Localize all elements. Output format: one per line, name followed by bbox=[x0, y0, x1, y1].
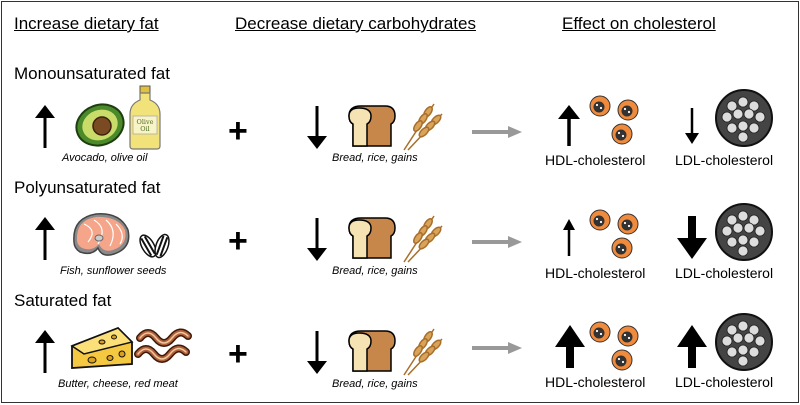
hdl-increase-arrow-icon bbox=[558, 105, 580, 146]
caption-poly-foods: Fish, sunflower seeds bbox=[60, 265, 167, 277]
hdl-increase-arrow-icon bbox=[563, 219, 575, 256]
hdl-label: HDL-cholesterol bbox=[545, 152, 646, 168]
plus-sign: + bbox=[228, 335, 248, 373]
bread-icon bbox=[348, 330, 396, 372]
bacon-icon bbox=[134, 328, 192, 363]
caption-carbs-1: Bread, rice, gains bbox=[332, 152, 418, 164]
wheat-icon bbox=[403, 215, 443, 263]
process-arrow-icon bbox=[472, 236, 522, 248]
ldl-label: LDL-cholesterol bbox=[675, 152, 774, 168]
bread-icon bbox=[348, 217, 396, 259]
increase-arrow-icon bbox=[35, 217, 55, 260]
plus-sign: + bbox=[228, 222, 248, 260]
caption-carbs-2: Bread, rice, gains bbox=[332, 265, 418, 277]
hdl-particles-icon bbox=[589, 95, 639, 145]
wheat-icon bbox=[403, 103, 443, 151]
plus-sign: + bbox=[228, 112, 248, 150]
ldl-particle-icon bbox=[715, 89, 773, 147]
decrease-arrow-icon bbox=[307, 218, 327, 261]
hdl-label: HDL-cholesterol bbox=[545, 374, 646, 390]
ldl-label: LDL-cholesterol bbox=[675, 374, 774, 390]
ldl-decrease-arrow-icon bbox=[677, 216, 707, 259]
olive-oil-icon: Olive Oil bbox=[129, 85, 161, 150]
header-increase-fat: Increase dietary fat bbox=[14, 14, 159, 33]
salmon-steak-icon bbox=[73, 213, 130, 256]
increase-arrow-icon bbox=[35, 330, 55, 373]
sunflower-seeds-icon bbox=[139, 233, 170, 259]
ldl-label: LDL-cholesterol bbox=[675, 265, 774, 281]
ldl-particle-icon bbox=[715, 203, 773, 261]
decrease-arrow-icon bbox=[307, 106, 327, 149]
caption-carbs-3: Bread, rice, gains bbox=[332, 378, 418, 390]
header-effect-cholesterol: Effect on cholesterol bbox=[562, 14, 716, 33]
ldl-decrease-arrow-icon bbox=[685, 108, 699, 144]
hdl-particles-icon bbox=[589, 209, 639, 259]
avocado-icon bbox=[75, 103, 125, 147]
increase-arrow-icon bbox=[35, 105, 55, 148]
row-title-monounsaturated: Monounsaturated fat bbox=[14, 64, 170, 83]
svg-text:Olive: Olive bbox=[136, 118, 153, 126]
process-arrow-icon bbox=[472, 126, 522, 138]
ldl-increase-arrow-icon bbox=[677, 325, 707, 368]
cheese-icon bbox=[70, 326, 134, 369]
row-title-polyunsaturated: Polyunsaturated fat bbox=[14, 178, 161, 197]
caption-mono-foods: Avocado, olive oil bbox=[62, 152, 148, 164]
hdl-label: HDL-cholesterol bbox=[545, 265, 646, 281]
bread-icon bbox=[348, 105, 396, 147]
decrease-arrow-icon bbox=[307, 331, 327, 374]
hdl-particles-icon bbox=[589, 321, 639, 371]
row-title-saturated: Saturated fat bbox=[14, 291, 112, 310]
caption-sat-foods: Butter, cheese, red meat bbox=[58, 378, 178, 390]
wheat-icon bbox=[403, 328, 443, 376]
hdl-increase-arrow-icon bbox=[555, 325, 585, 368]
ldl-particle-icon bbox=[715, 313, 773, 371]
svg-text:Oil: Oil bbox=[140, 125, 150, 133]
header-decrease-carbs: Decrease dietary carbohydrates bbox=[235, 14, 476, 33]
process-arrow-icon bbox=[472, 342, 522, 354]
